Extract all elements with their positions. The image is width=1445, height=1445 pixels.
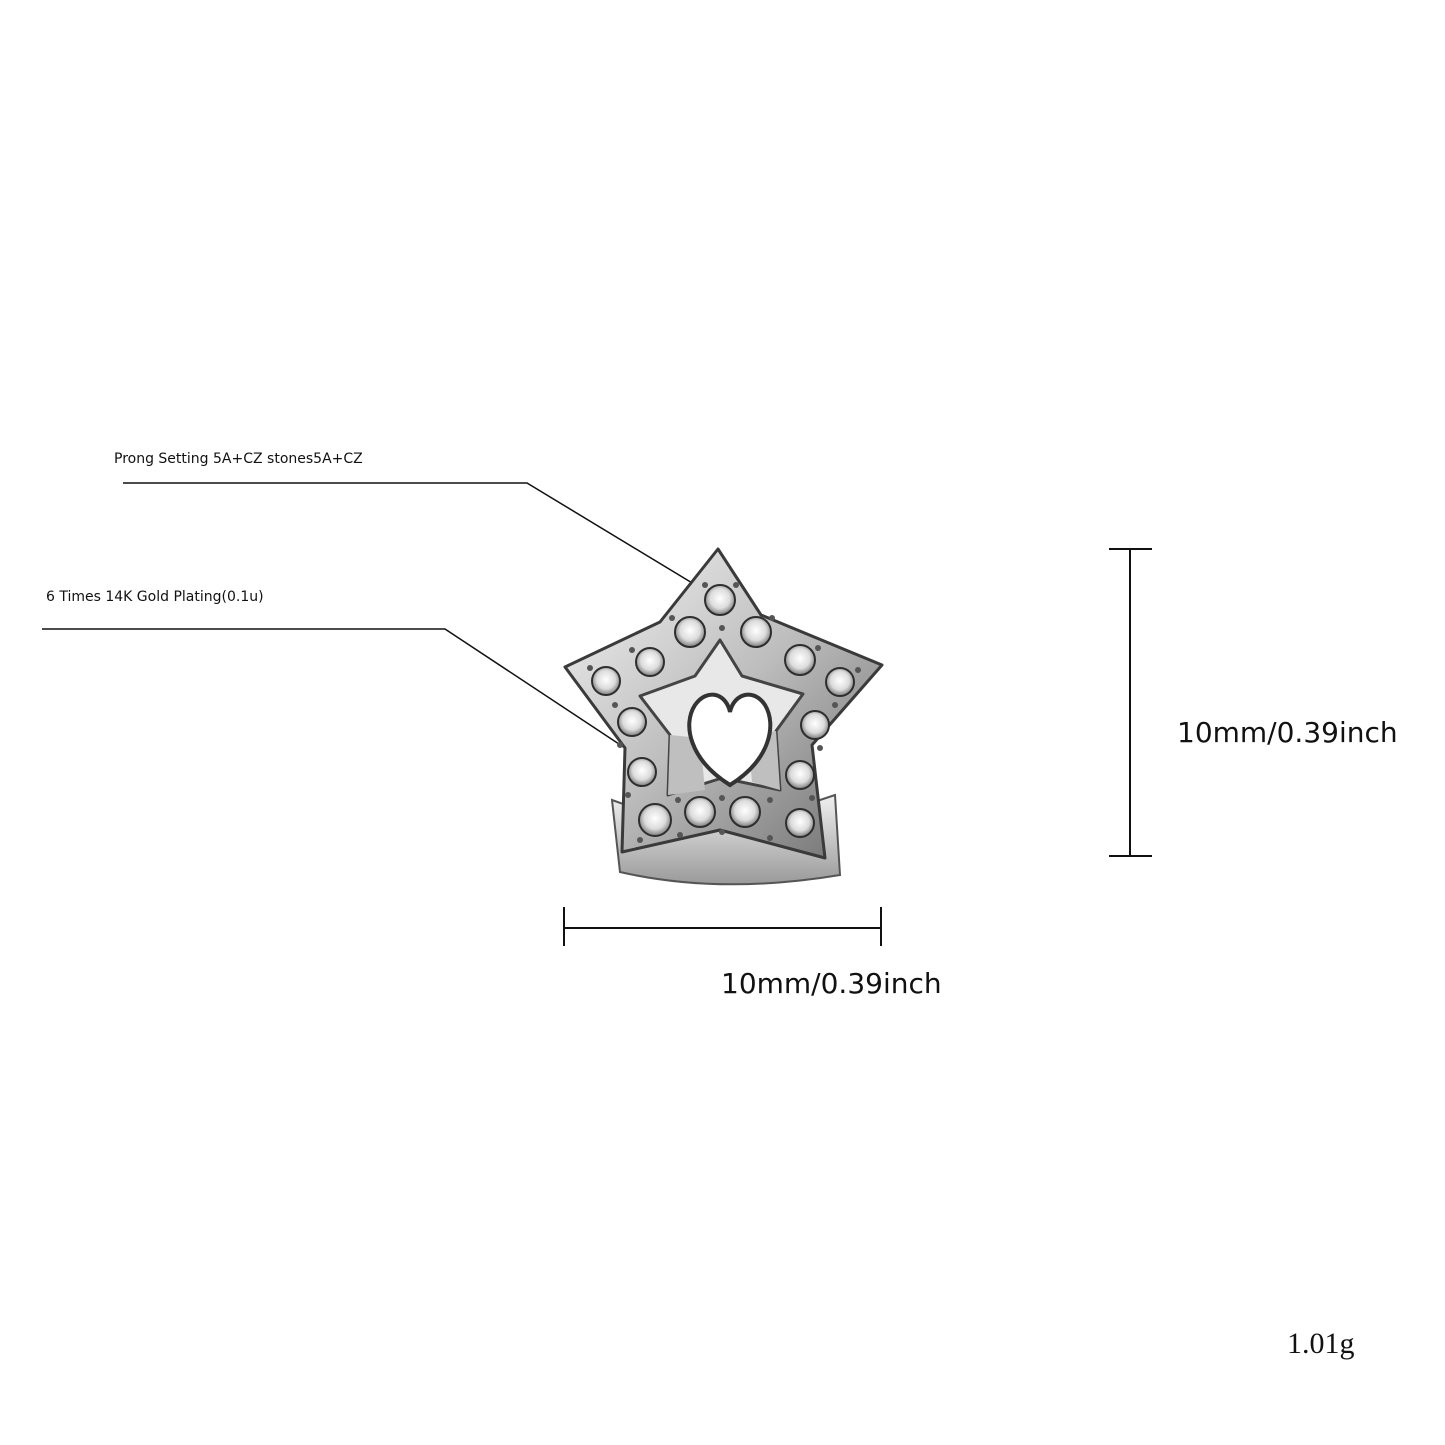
gold-plating-callout: 6 Times 14K Gold Plating(0.1u) (46, 589, 264, 605)
prongs (587, 582, 861, 843)
width-dimension-label: 10mm/0.39inch (721, 967, 942, 1000)
height-dimension-bracket (1109, 548, 1152, 857)
height-dimension-label: 10mm/0.39inch (1177, 716, 1398, 749)
gold-plating-leader-line (42, 628, 626, 749)
weight-label: 1.01g (1287, 1327, 1355, 1360)
heart-icon (687, 692, 773, 788)
star-charm-image (563, 547, 884, 886)
width-dimension-bracket (563, 907, 882, 946)
cz-stones (591, 584, 855, 838)
prong-setting-leader-line (123, 482, 718, 599)
prong-setting-callout: Prong Setting 5A+CZ stones5A+CZ (114, 451, 363, 467)
